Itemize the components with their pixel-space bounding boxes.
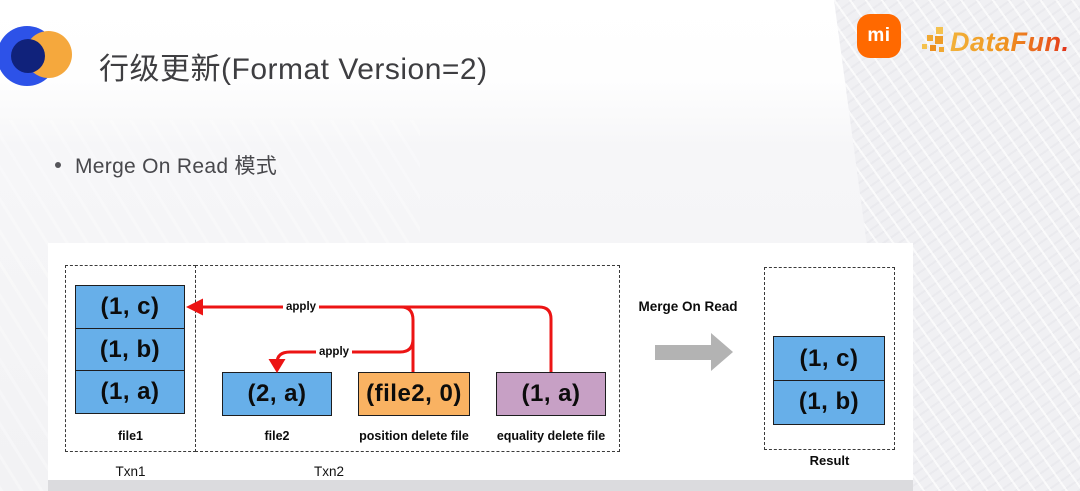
file1-row-a: (1, a) bbox=[75, 370, 185, 414]
xiaomi-logo-text: mi bbox=[867, 25, 891, 46]
result-row-c: (1, c) bbox=[773, 336, 885, 381]
datafun-logo-text: DataFun. bbox=[950, 26, 1070, 57]
apply-label-1: apply bbox=[283, 300, 320, 314]
txn1-label: Txn1 bbox=[115, 464, 146, 479]
equality-delete-label: equality delete file bbox=[496, 429, 606, 443]
logo-navy-circle-icon bbox=[11, 39, 45, 73]
position-delete-label: position delete file bbox=[359, 429, 469, 443]
result-row-b: (1, b) bbox=[773, 379, 885, 425]
page-title: 行级更新(Format Version=2) bbox=[99, 53, 488, 86]
position-delete-row: (file2, 0) bbox=[358, 372, 470, 416]
merge-arrow-head-icon bbox=[711, 333, 733, 371]
bullet-item: Merge On Read 模式 bbox=[55, 150, 277, 180]
datafun-logo: DataFun. bbox=[922, 22, 1070, 62]
file1-row-c: (1, c) bbox=[75, 285, 185, 329]
result-group-box bbox=[764, 267, 895, 450]
datafun-pixels-icon bbox=[922, 27, 948, 53]
bullet-text: Merge On Read 模式 bbox=[75, 155, 278, 178]
file1-label: file1 bbox=[117, 429, 143, 443]
merge-on-read-label: Merge On Read bbox=[638, 299, 738, 314]
file1-row-b: (1, b) bbox=[75, 327, 185, 372]
equality-delete-row: (1, a) bbox=[496, 372, 606, 416]
xiaomi-logo: mi bbox=[857, 14, 901, 58]
apply-label-2: apply bbox=[316, 345, 353, 359]
txn2-group-box bbox=[195, 265, 620, 452]
result-label: Result bbox=[809, 453, 850, 468]
txn2-label: Txn2 bbox=[313, 464, 344, 479]
merge-arrow-icon bbox=[655, 345, 711, 360]
panel-bottom-strip bbox=[48, 480, 913, 491]
slide-logo-icon bbox=[0, 24, 77, 90]
bullet-dot-icon bbox=[55, 162, 61, 168]
file2-row: (2, a) bbox=[222, 372, 332, 416]
file2-label: file2 bbox=[264, 429, 290, 443]
